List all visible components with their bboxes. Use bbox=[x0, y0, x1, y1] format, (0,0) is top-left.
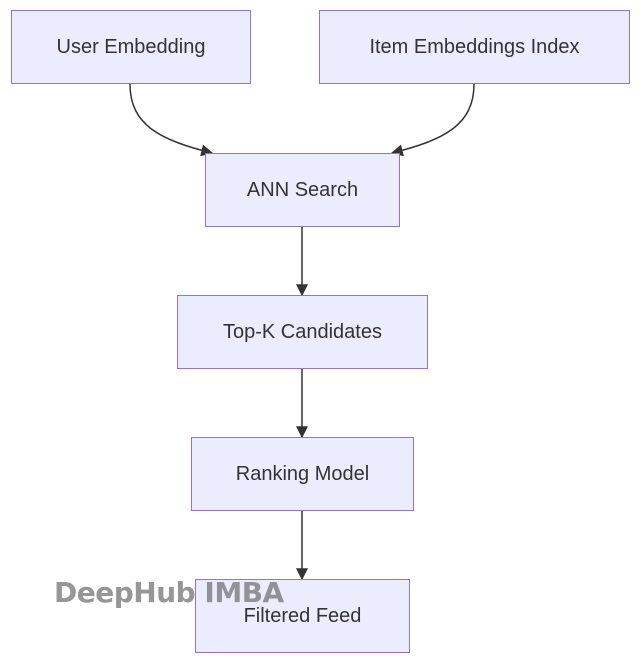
node-filtered-feed-label: Filtered Feed bbox=[243, 604, 362, 627]
node-ann-search: ANN Search bbox=[205, 153, 400, 227]
node-filtered-feed: Filtered Feed bbox=[195, 579, 410, 653]
node-top-k-candidates: Top-K Candidates bbox=[177, 295, 428, 369]
node-top-k-candidates-label: Top-K Candidates bbox=[223, 320, 382, 343]
edge-user-embedding-to-ann-search bbox=[129, 83, 214, 157]
node-item-embeddings-index-label: Item Embeddings Index bbox=[369, 35, 580, 58]
node-ranking-model: Ranking Model bbox=[191, 437, 414, 511]
node-item-embeddings-index: Item Embeddings Index bbox=[319, 10, 630, 84]
node-user-embedding: User Embedding bbox=[11, 10, 251, 84]
node-ann-search-label: ANN Search bbox=[246, 178, 359, 201]
node-user-embedding-label: User Embedding bbox=[56, 35, 206, 58]
node-ranking-model-label: Ranking Model bbox=[235, 462, 370, 485]
edge-item-index-to-ann-search bbox=[390, 83, 475, 157]
